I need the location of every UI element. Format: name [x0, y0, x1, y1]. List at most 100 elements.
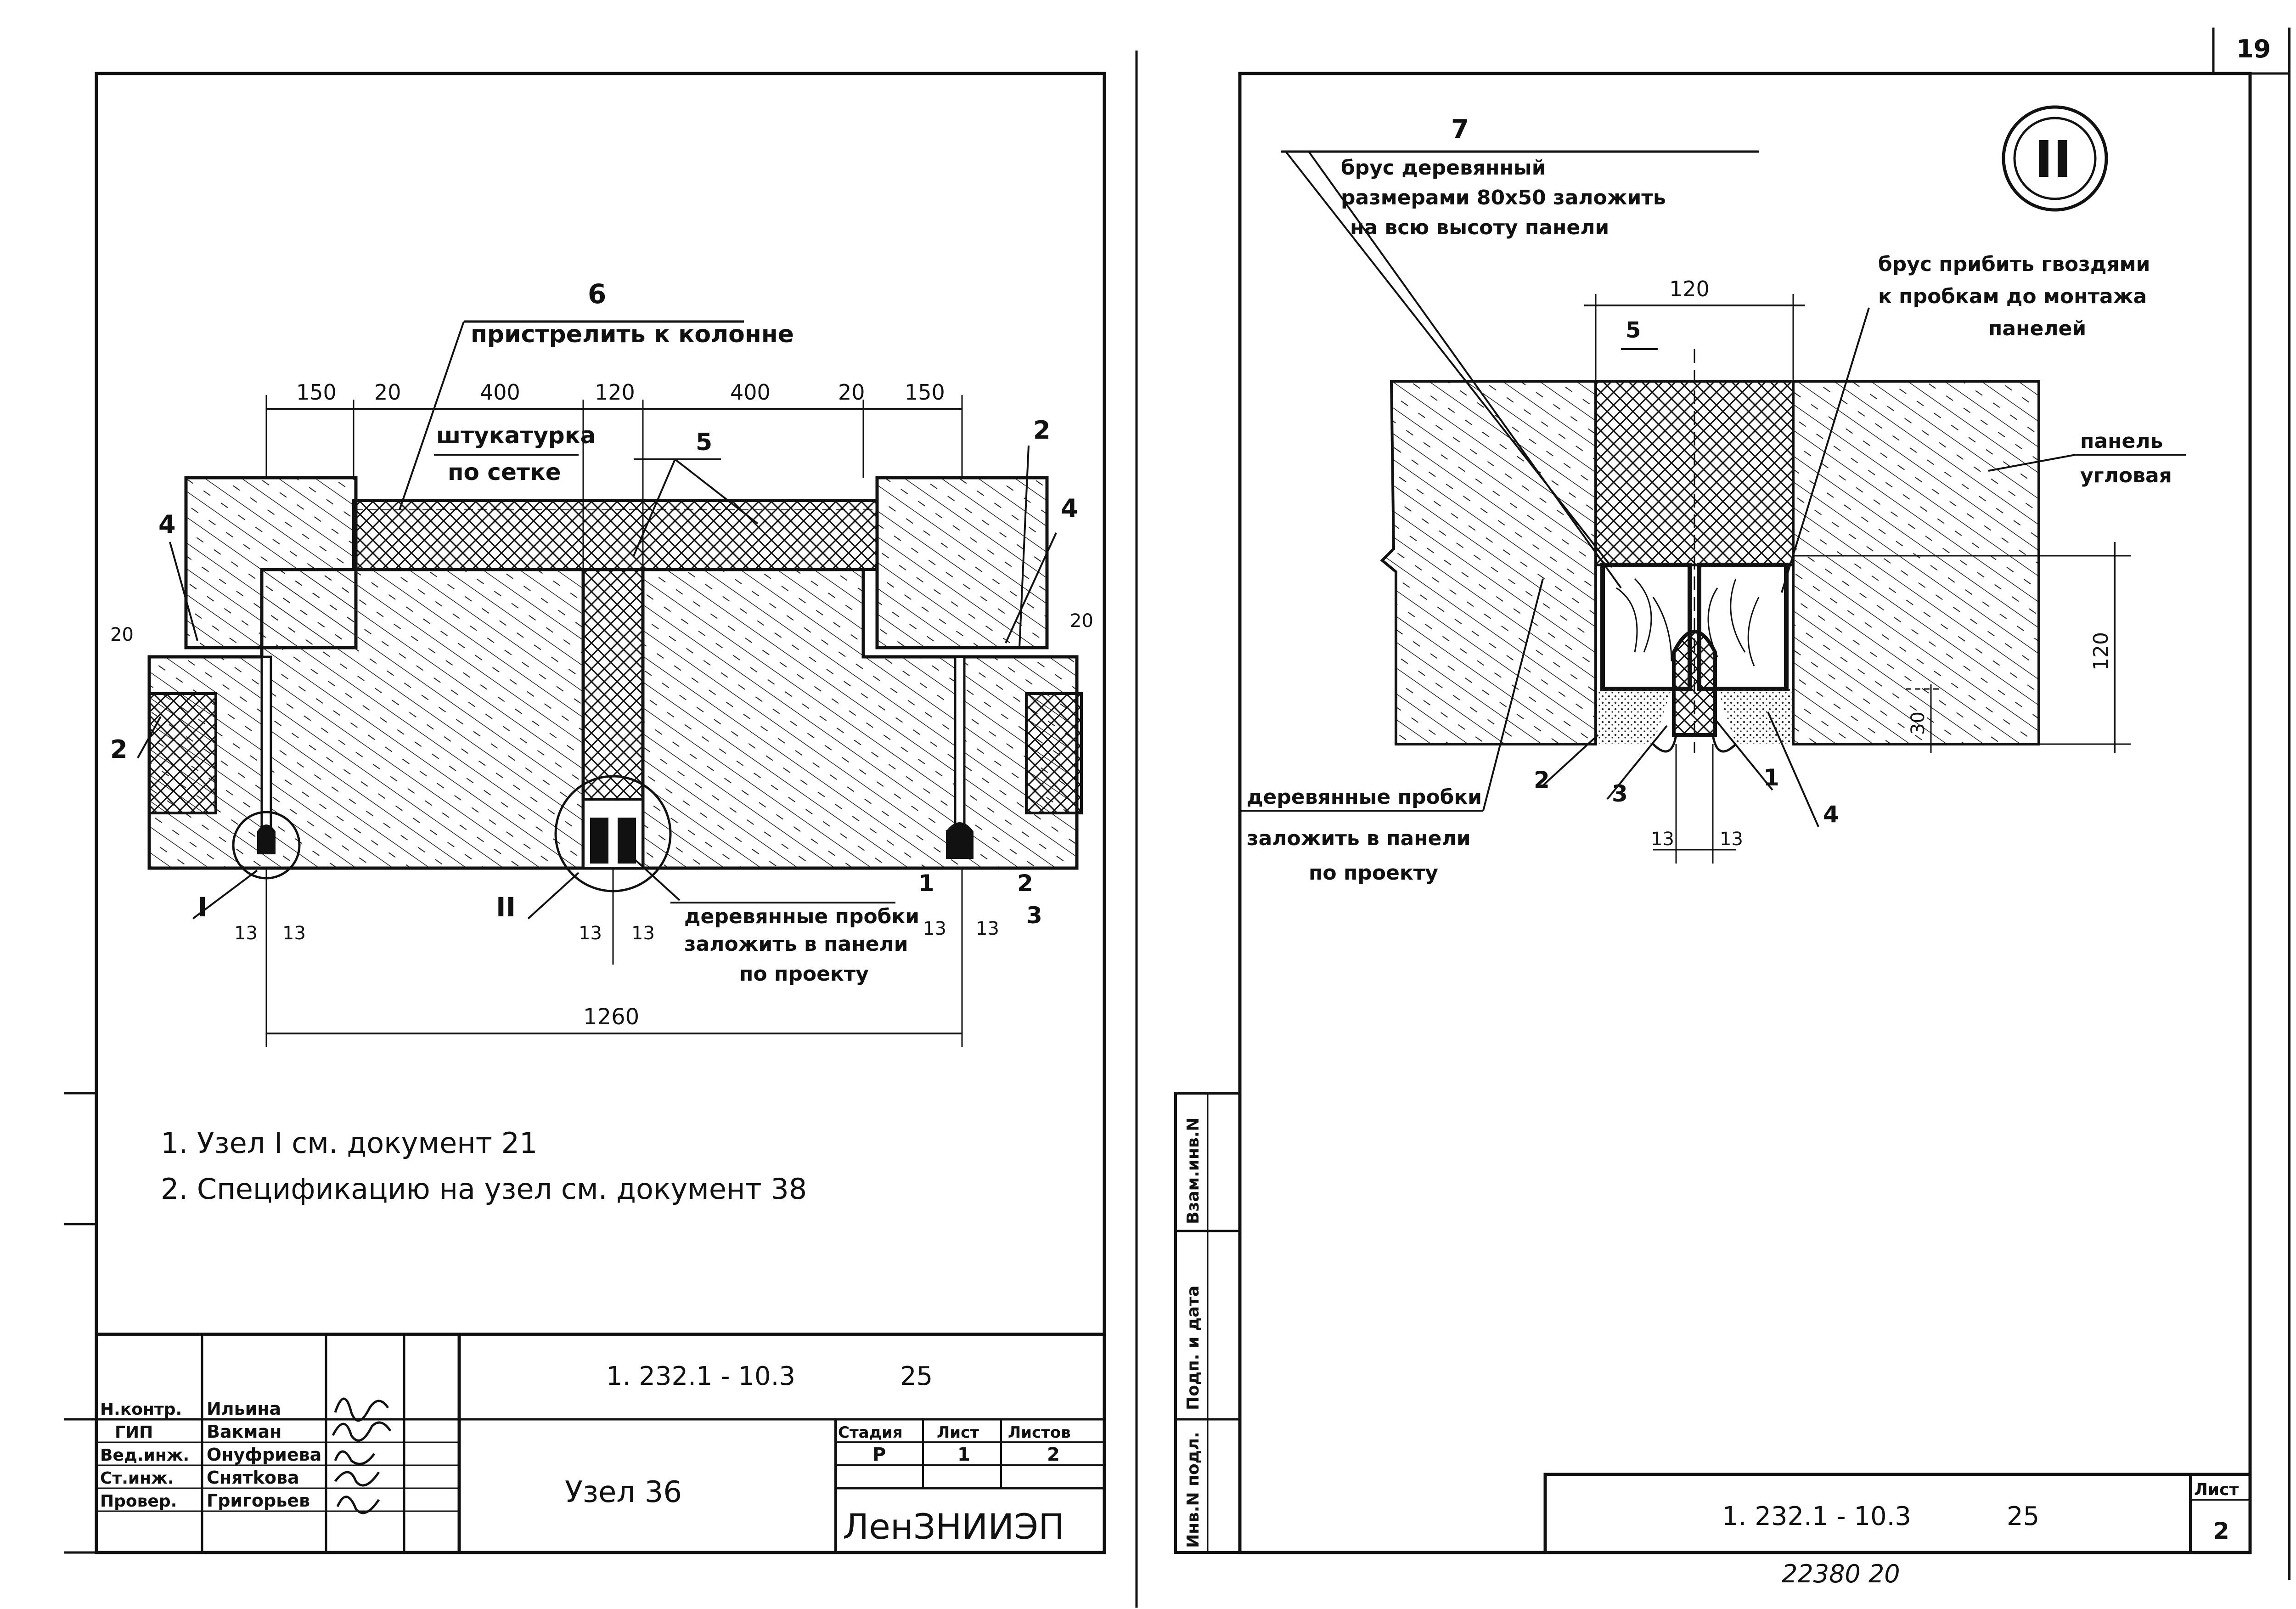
dim-13b: 13: [282, 923, 306, 944]
label-shtukaturka: штукатурка: [436, 422, 596, 449]
role-1: Н.контр.: [100, 1400, 182, 1419]
notes: 1. Узел I см. документ 21 2. Спецификаци…: [161, 1126, 807, 1206]
node-ii-labels: 7 брус деревянный размерами 80х50 заложи…: [1247, 114, 2172, 885]
sheets-value: 2: [1047, 1444, 1060, 1465]
name-3: Онуфриева: [207, 1445, 321, 1465]
dim-13a: 13: [234, 923, 258, 944]
label-3-detail: 3: [1612, 780, 1628, 807]
label-4-right: 4: [1061, 494, 1078, 523]
stage-header: Стадия: [838, 1423, 903, 1442]
probki-line3: по проекту: [739, 962, 869, 986]
note-1: 1. Узел I см. документ 21: [161, 1126, 537, 1160]
dim-150a: 150: [296, 380, 337, 405]
insulation-band: [352, 499, 878, 571]
label-po-setke: по сетке: [448, 459, 561, 486]
label-5-detail: 5: [1626, 317, 1641, 343]
dim-120: 120: [595, 380, 635, 405]
sealant-cord: [1672, 630, 1717, 737]
dim-20-right: 20: [1070, 610, 1093, 632]
node-36-section: [137, 320, 1083, 1047]
doc-code: 1. 232.1 - 10.3: [606, 1361, 795, 1391]
sheet-header: Лист: [937, 1423, 979, 1442]
role-3: Вед.инж.: [100, 1446, 189, 1465]
probki-r-line2: заложить в панели: [1247, 827, 1471, 850]
left-panel: [147, 568, 585, 870]
left-drawing-labels: 6 пристрелить к колонне штукатурка по се…: [110, 278, 1093, 1030]
probki-line2: заложить в панели: [684, 932, 908, 956]
probki-r-line1: деревянные пробки: [1247, 785, 1482, 809]
dim-1260: 1260: [583, 1004, 639, 1030]
probki-line1: деревянные пробки: [684, 905, 919, 928]
label-2-detail: 2: [1534, 767, 1550, 793]
panel-line1: панель: [2080, 429, 2163, 453]
page-number: 19: [2236, 34, 2271, 63]
label-4-left: 4: [158, 510, 176, 539]
brus-line1: брус деревянный: [1341, 156, 1546, 180]
drawing-title: Узел 36: [565, 1475, 682, 1509]
organization: ЛенЗНИИЭП: [843, 1506, 1064, 1547]
left-frame: [95, 72, 1106, 1554]
name-4: Снятkова: [207, 1468, 299, 1488]
brus-line3: на всю высоту панели: [1350, 216, 1609, 239]
name-2: Вакман: [207, 1422, 281, 1442]
label-1-detail: 1: [1763, 764, 1779, 791]
dim-150b: 150: [905, 380, 945, 405]
label-5: 5: [696, 429, 712, 456]
dim-20a: 20: [374, 380, 401, 405]
role-2: ГИП: [115, 1423, 153, 1442]
label-1: 1: [918, 870, 934, 897]
right-title-block: 1. 232.1 - 10.3 25 Лист 2: [1543, 1473, 2252, 1554]
stamp-inv: Инв.N подл.: [1184, 1432, 1203, 1548]
stage-value: Р: [872, 1444, 886, 1465]
left-panel-detail: [1380, 380, 1597, 745]
dim-120-top: 120: [1669, 277, 1710, 301]
name-1: Ильина: [207, 1399, 281, 1419]
right-sheet-value: 2: [2213, 1518, 2229, 1544]
dim-13c: 13: [579, 923, 602, 944]
dim-13d: 13: [631, 923, 655, 944]
dim-30: 30: [1908, 711, 1929, 735]
dim-13f: 13: [976, 918, 999, 939]
title-block: 1. 232.1 - 10.3 25 Н.контр. ГИП Вед.инж.…: [96, 1332, 1104, 1553]
node-ii-detail: [1240, 150, 2186, 864]
label-2-bottom-right: 2: [1017, 870, 1033, 897]
label-6: 6: [588, 278, 606, 310]
dim-13-right: 13: [1720, 829, 1743, 850]
label-4-detail: 4: [1823, 801, 1839, 828]
dim-400a: 400: [480, 380, 520, 405]
dim-13-left: 13: [1651, 829, 1674, 850]
panel-line2: угловая: [2080, 464, 2172, 487]
sheet-value: 1: [957, 1444, 970, 1465]
sheets-header: Листов: [1008, 1423, 1071, 1442]
right-doc-number: 25: [2007, 1502, 2039, 1531]
right-doc-code: 1. 232.1 - 10.3: [1722, 1502, 1911, 1531]
brus-line2: размерами 80х50 заложить: [1341, 186, 1666, 209]
pribit-line1: брус прибить гвоздями: [1878, 253, 2150, 276]
left-sheet: 6 пристрелить к колонне штукатурка по се…: [64, 72, 1106, 1554]
mark-I: I: [197, 892, 208, 923]
note-2: 2. Спецификацию на узел см. документ 38: [161, 1172, 807, 1206]
dim-20b: 20: [838, 380, 865, 405]
role-5: Провер.: [100, 1492, 177, 1511]
label-pristrelit: пристрелить к колонне: [471, 321, 794, 348]
dim-13e: 13: [923, 918, 946, 939]
label-2-top-right: 2: [1033, 416, 1051, 445]
probki-r-line3: по проекту: [1309, 861, 1438, 885]
dim-20-left: 20: [110, 624, 134, 645]
pribit-line2: к пробкам до монтажа: [1878, 285, 2147, 308]
side-stamp: Инв.N подл. Подп. и дата Взам.инв.N: [1174, 1092, 1241, 1554]
name-5: Григорьев: [207, 1490, 310, 1511]
label-7: 7: [1451, 114, 1469, 144]
archive-number: 22380 20: [1782, 1559, 1900, 1588]
node-marker: II: [2034, 130, 2072, 189]
dim-120-side: 120: [2089, 632, 2113, 671]
right-sheet-header: Лист: [2194, 1480, 2239, 1499]
signatures: [332, 1397, 392, 1514]
label-2-left: 2: [110, 735, 128, 764]
dim-400b: 400: [730, 380, 771, 405]
doc-number: 25: [900, 1361, 933, 1391]
right-sheet: 19 Инв.N подл. Подп. и дата Взам.инв.N I…: [1174, 28, 2290, 1588]
role-4: Ст.инж.: [100, 1469, 174, 1488]
stamp-podp: Подп. и дата: [1184, 1286, 1203, 1410]
